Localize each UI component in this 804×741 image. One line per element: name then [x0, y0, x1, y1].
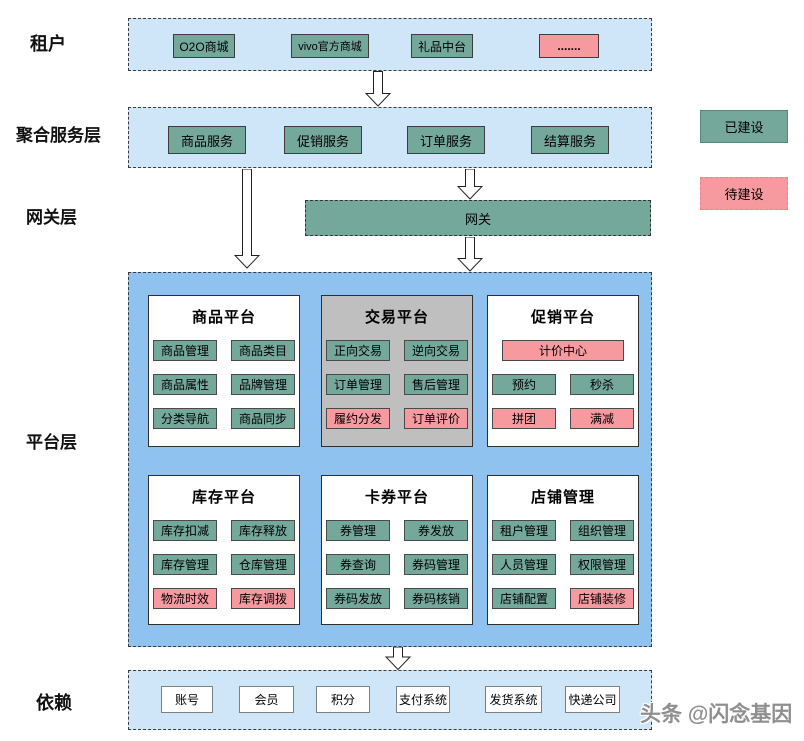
platform-chip: 商品同步 — [231, 408, 295, 429]
dependency-item: 会员 — [239, 686, 294, 713]
tenant-band: O2O商城 vivo官方商城 礼品中台 ....... — [128, 18, 652, 71]
platform-card-coupon: 卡券平台 券管理 券发放 券查询 券码管理 券码发放 券码核销 — [321, 475, 473, 625]
platform-chip: 券查询 — [326, 554, 390, 575]
platform-chip: 履约分发 — [326, 408, 390, 429]
platform-chip: 品牌管理 — [231, 374, 295, 395]
platform-chip: 商品管理 — [153, 340, 217, 361]
dependency-item: 支付系统 — [396, 686, 450, 713]
arrow-tenant-to-aggregation — [365, 71, 391, 107]
card-title: 库存平台 — [191, 489, 256, 506]
dependency-band: 账号 会员 积分 支付系统 发货系统 快递公司 — [128, 670, 652, 730]
aggregation-item: 商品服务 — [168, 126, 246, 154]
gateway-bar: 网关 — [305, 200, 651, 236]
card-title: 交易平台 — [364, 309, 429, 326]
platform-chip: 券码发放 — [326, 588, 390, 609]
legend-planned: 待建设 — [700, 177, 788, 210]
legend-built: 已建设 — [700, 110, 788, 143]
platform-chip: 券发放 — [404, 520, 468, 541]
tenant-item: vivo官方商城 — [291, 34, 369, 58]
platform-chip: 仓库管理 — [231, 554, 295, 575]
platform-chip: 库存扣减 — [153, 520, 217, 541]
platform-chip: 拼团 — [492, 408, 556, 429]
arrow-platform-to-dependency — [385, 647, 411, 670]
arrow-aggregation-to-gateway — [457, 169, 483, 200]
platform-chip: 物流时效 — [153, 588, 217, 609]
platform-chip: 库存调拨 — [231, 588, 295, 609]
aggregation-item: 结算服务 — [531, 126, 609, 154]
tenant-item-more: ....... — [539, 34, 599, 58]
platform-chip: 店铺装修 — [570, 588, 634, 609]
aggregation-item: 促销服务 — [284, 126, 362, 154]
dependency-item: 积分 — [316, 686, 370, 713]
dependency-item: 账号 — [161, 686, 213, 713]
card-title: 促销平台 — [530, 309, 595, 326]
layer-label-aggregation: 聚合服务层 — [16, 126, 101, 145]
platform-chip: 店铺配置 — [492, 588, 556, 609]
arrow-gateway-to-platform — [457, 237, 483, 272]
platform-chip: 组织管理 — [570, 520, 634, 541]
platform-chip: 售后管理 — [404, 374, 468, 395]
platform-chip: 秒杀 — [570, 374, 634, 395]
platform-chip: 库存释放 — [231, 520, 295, 541]
platform-card-shop: 店铺管理 租户管理 组织管理 人员管理 权限管理 店铺配置 店铺装修 — [487, 475, 639, 625]
layer-label-platform: 平台层 — [26, 433, 77, 452]
platform-chip: 逆向交易 — [404, 340, 468, 361]
platform-band: 商品平台 商品管理 商品类目 商品属性 品牌管理 分类导航 商品同步 交易平台 … — [128, 272, 652, 647]
tenant-item: 礼品中台 — [411, 34, 473, 58]
aggregation-band: 商品服务 促销服务 订单服务 结算服务 — [128, 107, 652, 168]
platform-chip: 租户管理 — [492, 520, 556, 541]
dependency-item: 发货系统 — [485, 686, 542, 713]
platform-card-goods: 商品平台 商品管理 商品类目 商品属性 品牌管理 分类导航 商品同步 — [148, 295, 300, 447]
platform-card-inventory: 库存平台 库存扣减 库存释放 库存管理 仓库管理 物流时效 库存调拨 — [148, 475, 300, 625]
platform-chip: 预约 — [492, 374, 556, 395]
gateway-bar-label: 网关 — [464, 211, 491, 227]
watermark: 头条 @闪念基因 — [640, 703, 793, 726]
platform-chip: 库存管理 — [153, 554, 217, 575]
platform-card-promotion: 促销平台 计价中心 预约 秒杀 拼团 满减 — [487, 295, 639, 447]
platform-chip: 订单管理 — [326, 374, 390, 395]
platform-chip: 券码管理 — [404, 554, 468, 575]
platform-chip: 权限管理 — [570, 554, 634, 575]
tenant-item: O2O商城 — [173, 34, 235, 58]
platform-chip: 券管理 — [326, 520, 390, 541]
layer-label-gateway: 网关层 — [26, 208, 77, 227]
platform-chip: 订单评价 — [404, 408, 468, 429]
card-title: 商品平台 — [191, 309, 256, 326]
layer-label-dependency: 依赖 — [36, 693, 72, 713]
platform-chip: 人员管理 — [492, 554, 556, 575]
platform-chip: 分类导航 — [153, 408, 217, 429]
platform-chip: 计价中心 — [502, 340, 624, 361]
card-title: 店铺管理 — [530, 489, 595, 506]
platform-chip: 正向交易 — [326, 340, 390, 361]
layer-label-tenant: 租户 — [30, 34, 66, 54]
platform-chip: 商品类目 — [231, 340, 295, 361]
platform-card-trade: 交易平台 正向交易 逆向交易 订单管理 售后管理 履约分发 订单评价 — [321, 295, 473, 447]
aggregation-item: 订单服务 — [407, 126, 485, 154]
platform-chip: 券码核销 — [404, 588, 468, 609]
arrow-aggregation-to-platform — [234, 169, 260, 269]
dependency-item: 快递公司 — [565, 686, 620, 713]
card-title: 卡券平台 — [364, 489, 429, 506]
platform-chip: 满减 — [570, 408, 634, 429]
platform-chip: 商品属性 — [153, 374, 217, 395]
